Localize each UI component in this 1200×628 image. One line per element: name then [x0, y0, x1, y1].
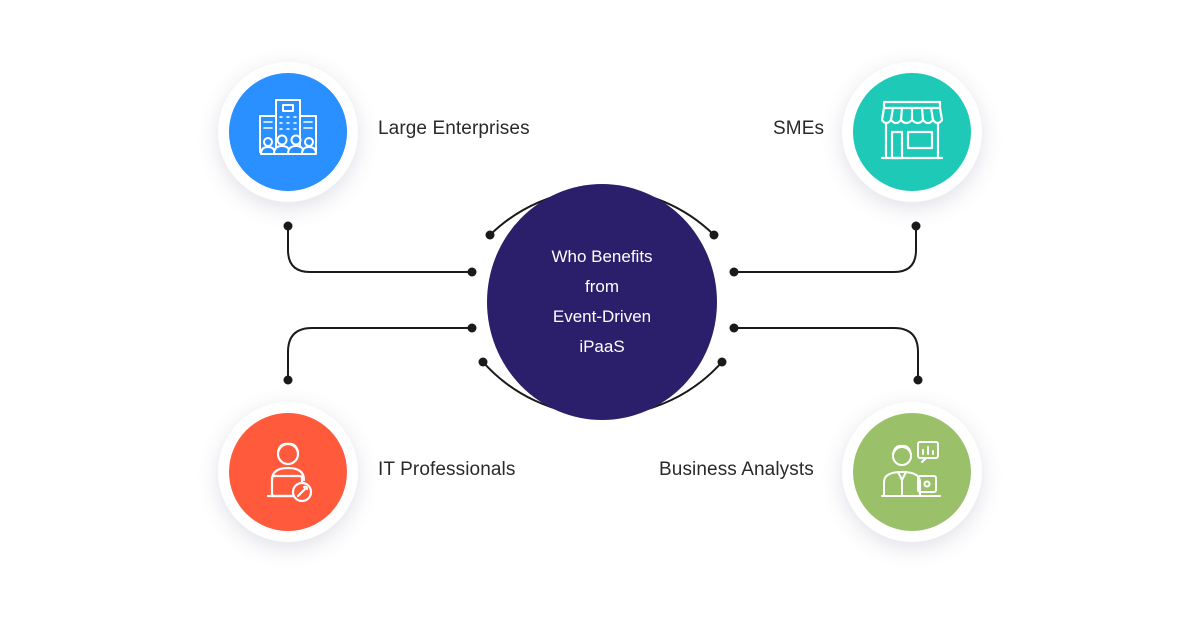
node-label-it-professionals: IT Professionals [378, 459, 516, 480]
connector-dot [911, 221, 921, 231]
node-business-analysts [842, 402, 982, 542]
node-business-analysts-disc [853, 413, 971, 531]
connector-dot [913, 375, 923, 385]
person-laptop-wrench-icon [266, 442, 313, 503]
node-label-smes: SMEs [773, 118, 825, 139]
node-it-professionals [218, 402, 358, 542]
node-label-large-enterprises: Large Enterprises [378, 118, 530, 139]
center-title-line: from [585, 277, 619, 296]
connector-dot [283, 221, 293, 231]
connector-dot [283, 375, 293, 385]
node-smes-disc [853, 73, 971, 191]
node-label-business-analysts: Business Analysts [659, 459, 814, 480]
office-buildings-people-icon [259, 99, 317, 155]
center-title-line: Who Benefits [551, 247, 653, 266]
node-it-professionals-disc [229, 413, 347, 531]
connector-large-enterprises [287, 226, 472, 273]
center-circle: Who Benefits from Event-Driven iPaaS [487, 184, 717, 420]
connector-dot [729, 267, 739, 277]
connector-dot [467, 267, 477, 277]
node-smes [842, 62, 982, 202]
connector-dot [485, 230, 495, 240]
connector-dot [709, 230, 719, 240]
connector-smes [734, 226, 917, 273]
connector-dot [478, 357, 488, 367]
analyst-presentation-icon [881, 441, 941, 497]
center-title-line: Event-Driven [552, 307, 652, 326]
connector-dot [717, 357, 727, 367]
connector-dot [467, 323, 477, 333]
center-title-line: iPaaS [579, 337, 625, 356]
node-large-enterprises-disc [229, 73, 347, 191]
storefront-icon [880, 100, 944, 160]
node-large-enterprises [218, 62, 358, 202]
connector-business-analysts [734, 327, 919, 380]
connector-dot [729, 323, 739, 333]
center-title: Who Benefits from Event-Driven iPaaS [517, 242, 687, 362]
connector-it-professionals [287, 327, 472, 380]
